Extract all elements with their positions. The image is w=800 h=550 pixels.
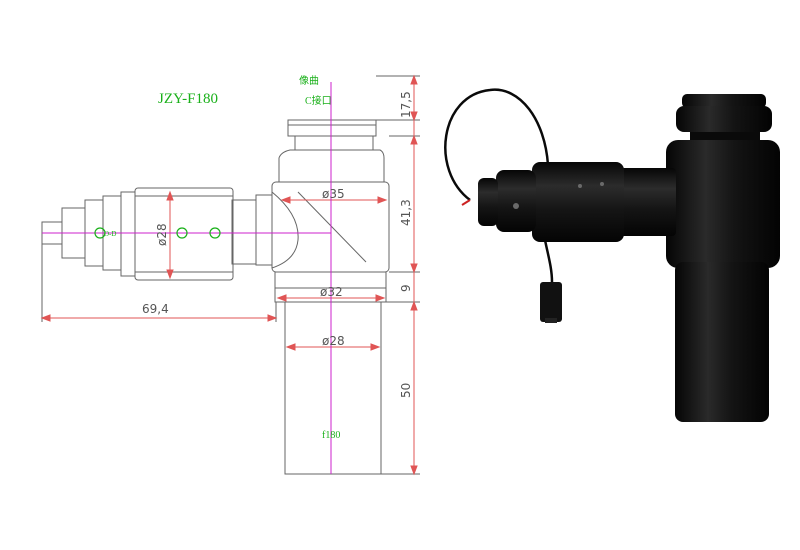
mirror-line xyxy=(297,191,367,263)
c-mount-ring xyxy=(287,119,377,137)
dim-9: 9 xyxy=(399,284,413,292)
cable xyxy=(444,88,550,201)
lens-label: f180 xyxy=(322,430,340,441)
prism-curve xyxy=(271,191,299,269)
screw-hole-2 xyxy=(176,227,188,239)
side-body xyxy=(134,187,234,281)
dimension-lines xyxy=(41,75,420,475)
photo-vertical-body xyxy=(666,140,780,268)
product-photo xyxy=(444,88,780,422)
center-lines xyxy=(42,82,332,474)
technical-drawing xyxy=(41,75,420,475)
screw-hole-3 xyxy=(209,227,221,239)
c-mount-neck xyxy=(294,136,374,151)
screw-holes xyxy=(94,227,221,239)
photo-lens-tube xyxy=(675,262,769,422)
model-label: JZY-F180 xyxy=(158,91,218,107)
bottom-tube xyxy=(284,301,382,475)
top-label-line2: C接口 xyxy=(305,94,332,107)
side-sleeve xyxy=(231,199,257,265)
side-connector xyxy=(255,194,273,266)
side-ring-3 xyxy=(120,191,136,277)
dim-17-5: 17,5 xyxy=(399,91,413,118)
dim-35: ø35 xyxy=(322,187,345,201)
dim-69-4: 69,4 xyxy=(142,302,169,316)
photo-side-body xyxy=(532,162,624,242)
dim-50: 50 xyxy=(399,383,413,398)
small-label: O-D xyxy=(104,230,116,238)
red-dimension-arrows xyxy=(40,74,418,476)
cable-plug xyxy=(540,282,562,322)
dim-41-3: 41,3 xyxy=(399,199,413,226)
dim-32: ø32 xyxy=(320,285,343,299)
top-label-line1: 像曲 xyxy=(299,75,319,87)
dim-28-bottom: ø28 xyxy=(322,334,345,348)
dim-28-side: ø28 xyxy=(155,223,169,246)
photo-side-arm xyxy=(620,168,676,236)
screw-hole-1 xyxy=(94,227,106,239)
